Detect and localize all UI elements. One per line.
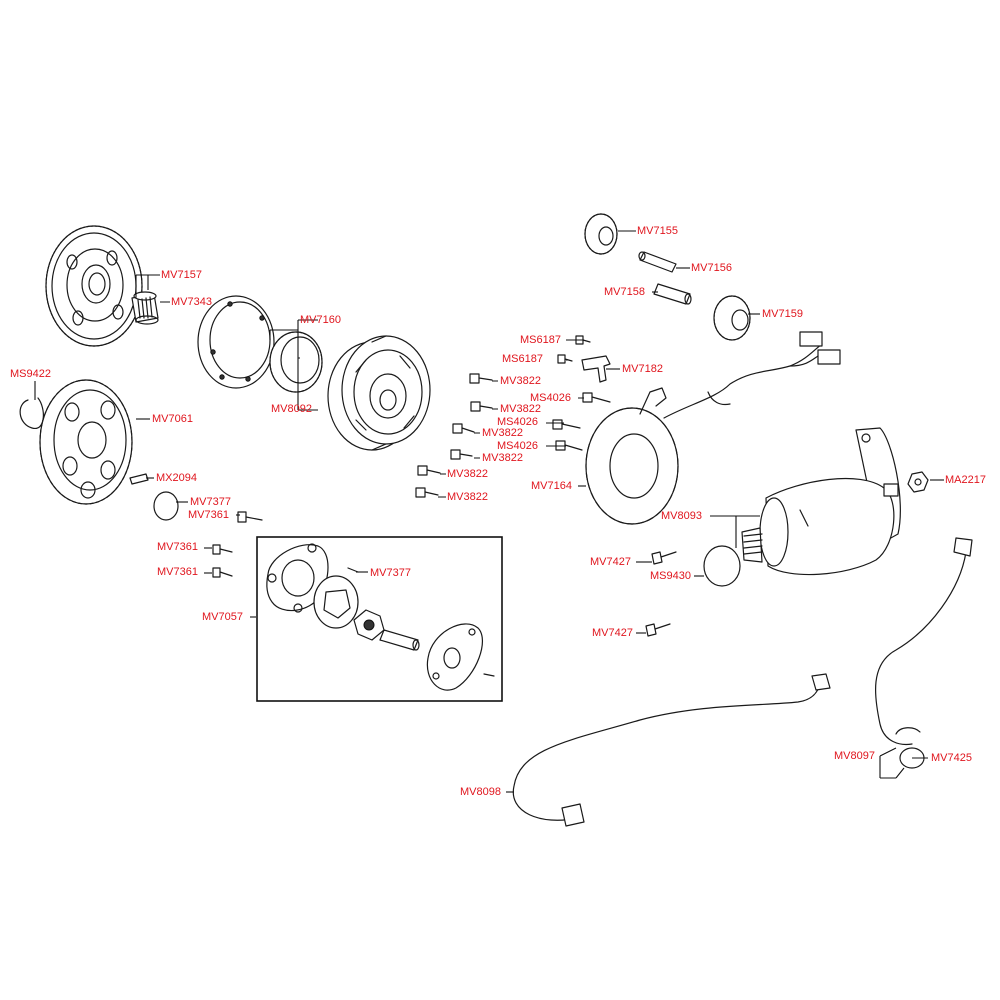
- reduction-gear-small: [584, 213, 618, 255]
- washer: [153, 491, 179, 521]
- inner-rotor: [353, 609, 385, 641]
- label-mv7361-b: MV7361: [157, 541, 198, 553]
- label-mv7155: MV7155: [637, 225, 678, 237]
- label-ms6187-2: MS6187: [502, 353, 543, 365]
- pin-mv7156: [638, 251, 677, 273]
- screw-mv7361-1: [237, 511, 263, 523]
- pump-shaft: [379, 629, 420, 651]
- label-mv3822-1: MV3822: [500, 375, 541, 387]
- label-mv3822-5: MV3822: [447, 468, 488, 480]
- label-ms9430: MS9430: [650, 570, 691, 582]
- label-mv3822-6: MV3822: [447, 491, 488, 503]
- shaft-mv7158: [653, 283, 692, 305]
- stator-wiring: [663, 331, 841, 419]
- label-mv8093: MV8093: [661, 510, 702, 522]
- leader-lines: [34, 230, 944, 793]
- nut-ma2217: [907, 471, 929, 493]
- label-ms4026-2: MS4026: [497, 416, 538, 428]
- bolt-mv3822-4: [450, 449, 473, 460]
- label-mv7182: MV7182: [622, 363, 663, 375]
- bolt-ms4026-2: [552, 419, 581, 430]
- label-mv7427-1: MV7427: [590, 556, 631, 568]
- label-ms4026-1: MS4026: [530, 392, 571, 404]
- label-mv3822-4: MV3822: [482, 452, 523, 464]
- label-mv7377-a: MV7377: [190, 496, 231, 508]
- screw-mv7361-3: [212, 567, 233, 578]
- label-ms9422: MS9422: [10, 368, 51, 380]
- label-mv7159: MV7159: [762, 308, 803, 320]
- starter-motor: [741, 427, 901, 576]
- label-mv3822-3: MV3822: [482, 427, 523, 439]
- oil-pump-rotor: [313, 575, 359, 629]
- label-ms6187-1: MS6187: [520, 334, 561, 346]
- bolt-mv7427-1: [651, 551, 677, 565]
- dowel-pin: [129, 473, 149, 485]
- label-mv7361-a: MV7361: [188, 509, 229, 521]
- label-mv7158: MV7158: [604, 286, 645, 298]
- label-mv8097: MV8097: [834, 750, 875, 762]
- cable-mv8097: [874, 537, 973, 769]
- stator: [585, 387, 679, 525]
- one-way-clutch: [269, 331, 323, 393]
- cover-screw: [483, 673, 495, 677]
- label-ma2217: MA2217: [945, 474, 986, 486]
- bolt-mv3822-3: [452, 423, 475, 434]
- label-mv7156: MV7156: [691, 262, 732, 274]
- label-mv8098: MV8098: [460, 786, 501, 798]
- circlip: [19, 397, 44, 429]
- bolt-mv3822-2: [470, 401, 493, 412]
- screw-ms6187-2: [557, 354, 573, 364]
- pulser-coil: [581, 355, 611, 383]
- label-mx2094: MX2094: [156, 472, 197, 484]
- label-mv7164: MV7164: [531, 480, 572, 492]
- bolt-mv3822-1: [469, 373, 493, 384]
- bolt-mv7427-2: [645, 623, 671, 637]
- flywheel-rotor: [327, 335, 431, 451]
- reduction-gear-mv7159: [713, 295, 751, 341]
- bolt-ms4026-1: [582, 392, 611, 403]
- label-mv3822-2: MV3822: [500, 403, 541, 415]
- starter-gear-large: [45, 225, 143, 347]
- label-ms4026-3: MS4026: [497, 440, 538, 452]
- label-mv8092: MV8092: [271, 403, 312, 415]
- label-mv7425: MV7425: [931, 752, 972, 764]
- starter-clutch-housing: [197, 295, 275, 389]
- label-mv7160: MV7160: [300, 314, 341, 326]
- label-mv7157: MV7157: [161, 269, 202, 281]
- label-mv7427-2: MV7427: [592, 627, 633, 639]
- label-mv7343: MV7343: [171, 296, 212, 308]
- pin-mv7377: [347, 567, 359, 573]
- label-mv7061: MV7061: [152, 413, 193, 425]
- o-ring-ms9430: [703, 545, 741, 587]
- pump-cover: [426, 623, 483, 691]
- label-mv7361-c: MV7361: [157, 566, 198, 578]
- needle-bearing: [131, 291, 159, 325]
- screw-mv7361-2: [212, 544, 233, 555]
- cable-mv8098: [512, 673, 831, 827]
- label-mv7377-b: MV7377: [370, 567, 411, 579]
- label-mv7057: MV7057: [202, 611, 243, 623]
- assembly-box: [256, 536, 503, 702]
- bolt-mv3822-5: [417, 465, 441, 476]
- bolt-mv3822-6: [415, 487, 439, 498]
- driven-gear: [39, 379, 133, 505]
